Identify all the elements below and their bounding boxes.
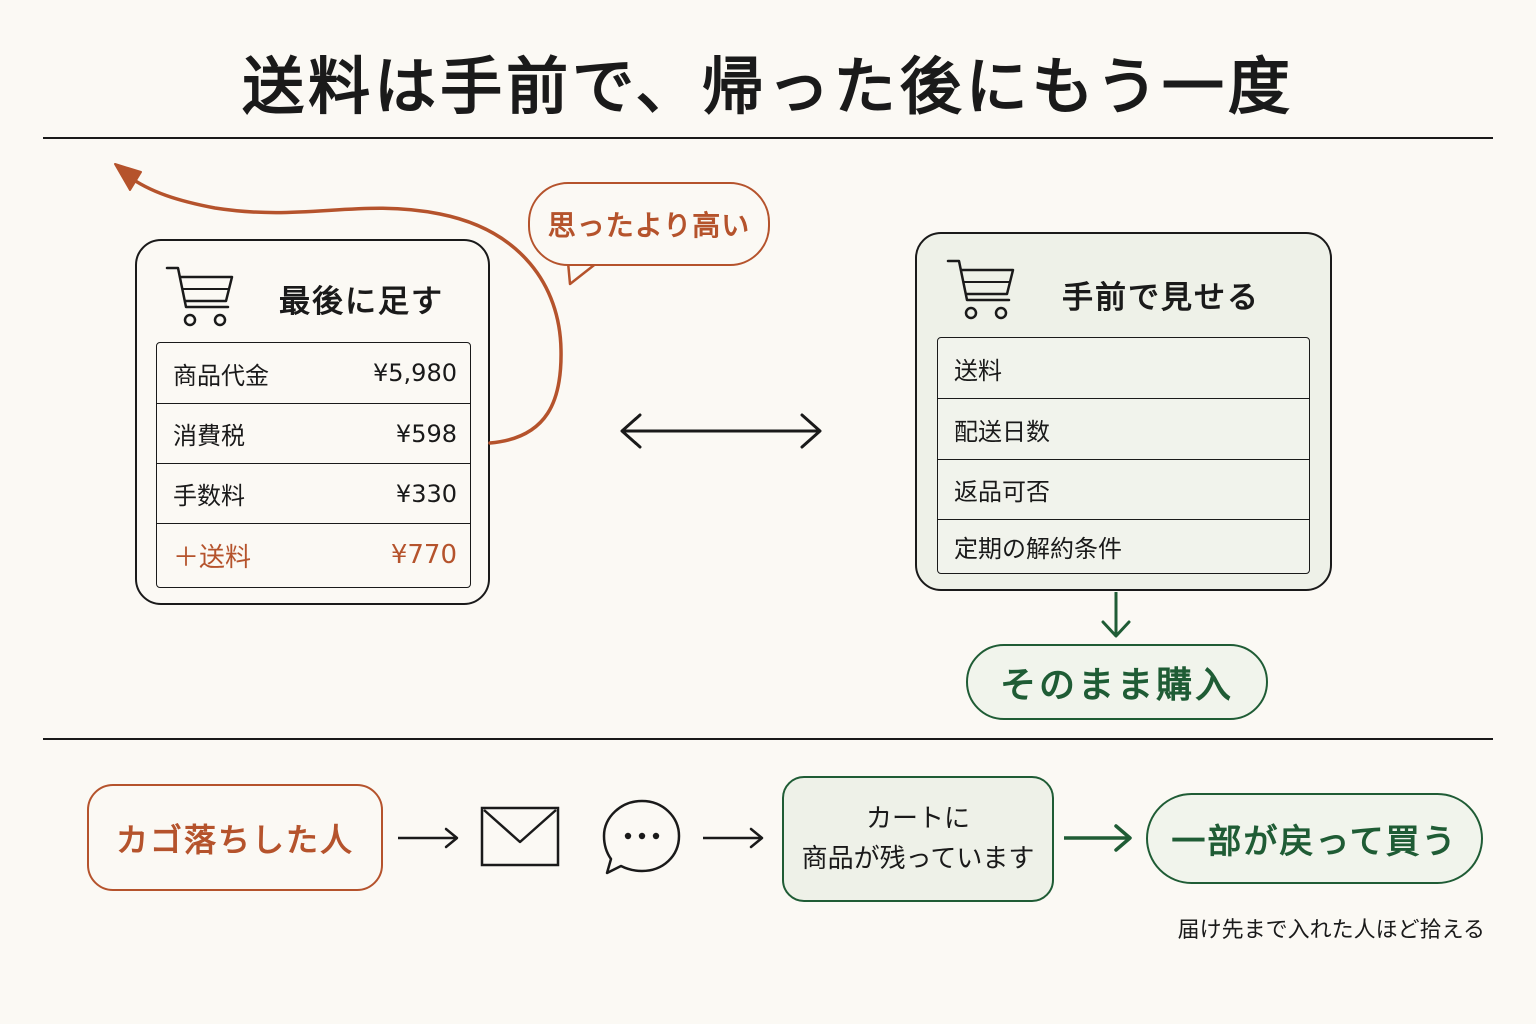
row-value: ¥330	[395, 479, 457, 508]
reminder-message-box: カートに 商品が残っています	[782, 776, 1054, 902]
table-row: 送料	[938, 338, 1309, 398]
arrow-right-icon	[800, 413, 822, 449]
row-label: 商品代金	[173, 361, 269, 390]
arrow-right-icon	[444, 827, 459, 849]
table-row: 返品可否	[938, 459, 1309, 519]
row-label: 送料	[954, 356, 1002, 385]
cart-icon	[165, 266, 234, 327]
abandoned-cart-pill: カゴ落ちした人	[87, 784, 383, 891]
arrow-left-icon	[620, 413, 642, 449]
middle-divider	[43, 738, 1493, 740]
row-value: ¥598	[395, 419, 457, 448]
top-divider	[43, 137, 1493, 139]
cart-icon	[946, 259, 1015, 320]
row-label: 手数料	[173, 482, 245, 510]
envelope-icon	[480, 806, 560, 867]
message-line-1: カートに	[865, 804, 970, 834]
message-line-2: 商品が残っています	[801, 844, 1035, 874]
row-value: ¥770	[390, 540, 457, 570]
late-fee-card: 最後に足す 商品代金 ¥5,980 消費税 ¥598 手数料 ¥330 ＋送料 …	[135, 239, 490, 605]
footnote: 届け先まで入れた人ほど拾える	[1177, 918, 1485, 943]
return-purchase-pill: 一部が戻って買う	[1146, 793, 1483, 884]
row-value: ¥5,980	[373, 359, 457, 387]
curved-exit-arrow	[126, 174, 563, 445]
upfront-card-title: 手前で見せる	[1062, 280, 1260, 316]
bubble-tail	[566, 261, 599, 286]
row-label: 返品可否	[954, 478, 1050, 506]
price-table: 商品代金 ¥5,980 消費税 ¥598 手数料 ¥330 ＋送料 ¥770	[156, 342, 471, 588]
chat-bubble-icon	[602, 799, 681, 875]
table-row: 定期の解約条件	[938, 519, 1309, 573]
row-label: ＋送料	[173, 542, 252, 573]
buy-pill: そのまま購入	[966, 644, 1268, 720]
row-label: 消費税	[173, 422, 245, 450]
exit-arrowhead-icon	[114, 163, 142, 191]
table-row: 消費税 ¥598	[157, 403, 470, 463]
row-label: 配送日数	[954, 417, 1050, 446]
row-label: 定期の解約条件	[954, 535, 1122, 563]
table-row: 手数料 ¥330	[157, 463, 470, 523]
speech-bubble: 思ったより高い	[528, 182, 770, 266]
info-table: 送料 配送日数 返品可否 定期の解約条件	[937, 337, 1310, 574]
page-title: 送料は手前で、帰った後にもう一度	[242, 50, 1294, 123]
upfront-card: 手前で見せる 送料 配送日数 返品可否 定期の解約条件	[915, 232, 1332, 591]
table-row: 商品代金 ¥5,980	[157, 343, 470, 403]
arrow-down-icon	[1101, 620, 1131, 638]
arrow-right-icon	[1114, 824, 1132, 852]
table-row: 配送日数	[938, 398, 1309, 459]
arrow-right-icon	[749, 827, 764, 849]
table-row-shipping: ＋送料 ¥770	[157, 523, 470, 586]
late-fee-card-title: 最後に足す	[279, 284, 444, 320]
